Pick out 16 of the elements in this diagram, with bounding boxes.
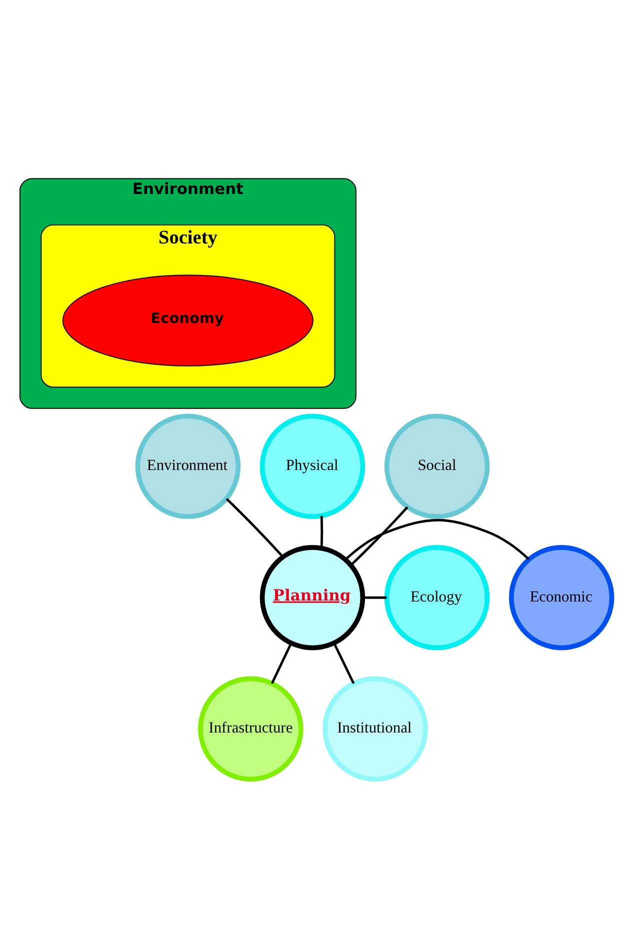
node-circle: Environment — [135, 413, 241, 518]
node-circle: Social — [384, 413, 490, 518]
node-circle: Ecology — [384, 544, 490, 650]
node-circle: Physical — [260, 413, 366, 518]
connector — [320, 515, 324, 548]
node-circle: Institutional — [322, 676, 428, 782]
connector — [270, 642, 292, 684]
connector — [226, 498, 284, 557]
node-circle: Planning — [260, 544, 366, 650]
connector — [333, 642, 355, 684]
node-ellipse: Economy — [62, 274, 314, 366]
node-circle: Economic — [508, 544, 614, 650]
node-circle: Infrastructure — [198, 676, 304, 782]
connector — [362, 596, 387, 598]
connector — [344, 518, 530, 560]
connector — [350, 506, 408, 566]
